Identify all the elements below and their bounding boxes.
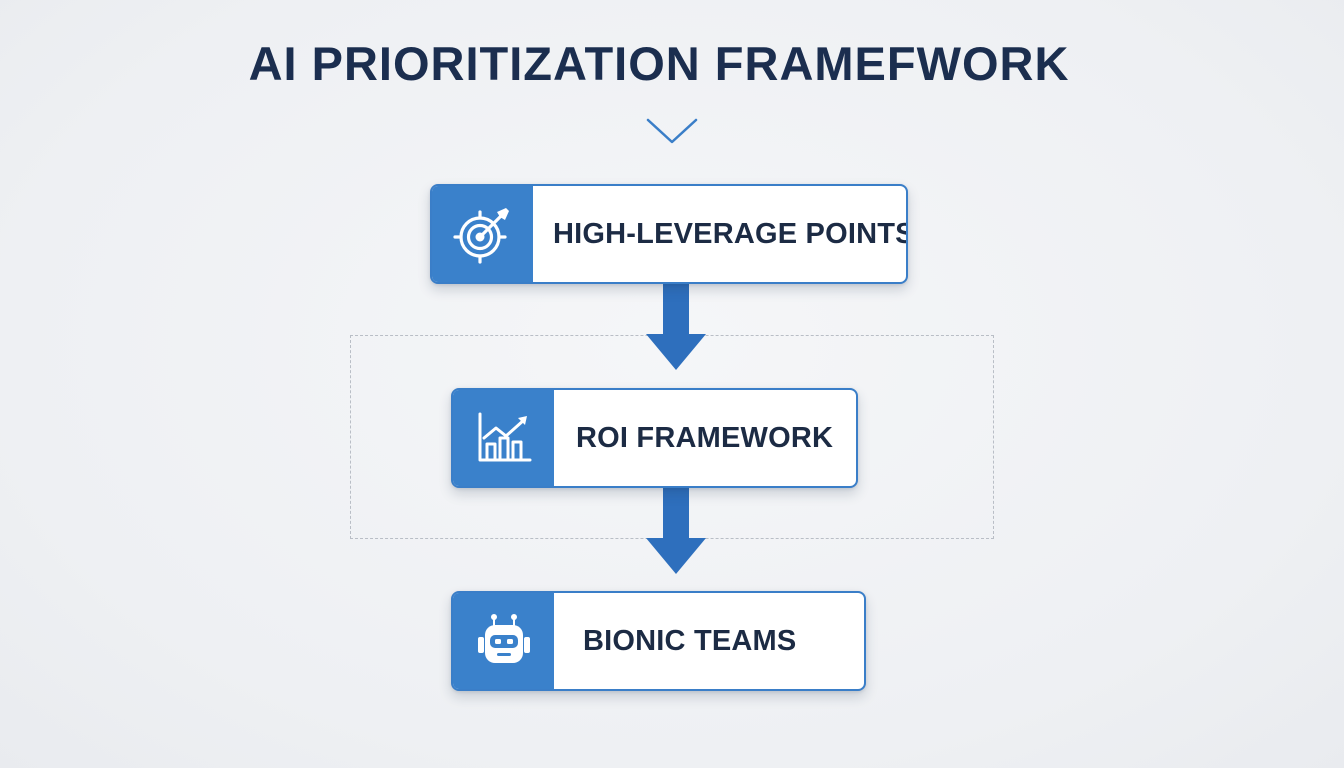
step-label: HIGH-LEVERAGE POINTS: [553, 217, 908, 250]
chevron-down-icon: [646, 118, 698, 144]
step-roi-framework: ROI FRAMEWORK: [451, 388, 858, 488]
step-label: ROI FRAMEWORK: [576, 421, 834, 454]
step-icon-box: [453, 390, 554, 486]
flow-arrow-down: [646, 284, 706, 370]
flow-arrow-down: [646, 488, 706, 574]
step-high-leverage-points: HIGH-LEVERAGE POINTS: [430, 184, 908, 284]
step-icon-box: [453, 593, 554, 689]
robot-icon: [477, 614, 530, 663]
step-icon-box: [432, 186, 533, 282]
bar-chart-growth-icon: [478, 412, 531, 462]
target-arrow-icon: [452, 208, 509, 264]
step-bionic-teams: BIONIC TEAMS: [451, 591, 866, 691]
diagram-title: AI PRIORITIZATION FRAMEFWORK: [248, 37, 1070, 90]
step-label: BIONIC TEAMS: [583, 624, 797, 657]
